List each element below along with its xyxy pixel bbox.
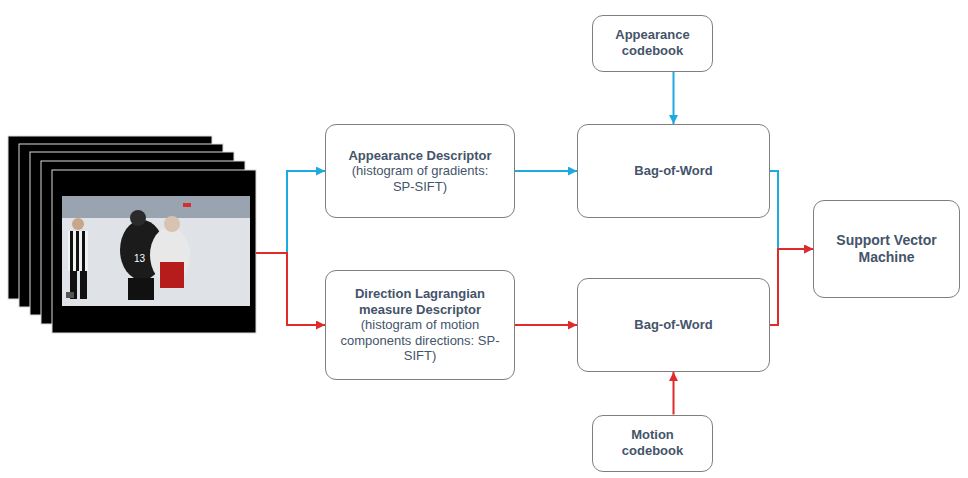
input-wires: [256, 171, 325, 325]
process-box: Bag-of-Word: [577, 124, 770, 218]
node-heading: Bag-of-Word: [594, 317, 754, 333]
node-heading: Bag-of-Word: [594, 163, 754, 179]
flow-arrow: [515, 170, 577, 172]
flow-arrow: [673, 372, 675, 415]
text-group: Support Vector Machine: [824, 232, 949, 266]
classifier-box: Support Vector Machine: [813, 200, 960, 298]
text-group: Appearance codebook: [603, 27, 703, 58]
flow-arrow: [770, 249, 813, 325]
players: 13: [120, 210, 190, 300]
input-wire: [287, 171, 325, 253]
node-body: (histogram of motion components directio…: [340, 317, 500, 364]
input-wire: [256, 253, 325, 325]
node-heading: Motion codebook: [603, 427, 703, 458]
flow-arrow: [673, 72, 675, 125]
ice-rink: [62, 196, 250, 306]
watermark-mark: [66, 292, 74, 298]
referee: [68, 218, 88, 299]
text-group: Bag-of-Word: [594, 163, 754, 179]
node-heading: Appearance codebook: [603, 27, 703, 58]
node-heading: Support Vector Machine: [824, 232, 949, 266]
process-box: Bag-of-Word: [577, 278, 770, 372]
flow-arrow: [770, 171, 813, 249]
rink-boards: [62, 196, 250, 218]
text-group: Motion codebook: [603, 427, 703, 458]
text-group: Appearance Descriptor(histogram of gradi…: [345, 148, 495, 195]
svg-text:13: 13: [134, 253, 146, 264]
node-body: (histogram of gradients: SP-SIFT): [345, 163, 495, 194]
node-heading: Appearance Descriptor: [345, 148, 495, 164]
video-frame: [52, 170, 256, 333]
frame-stack: [8, 136, 256, 333]
hockey-scene: 13: [62, 196, 250, 306]
descriptor-box: Direction Lagrangian measure Descriptor(…: [325, 270, 515, 380]
logo-mark: [183, 203, 191, 207]
codebook-box: Appearance codebook: [592, 15, 713, 72]
node-heading: Direction Lagrangian measure Descriptor: [340, 286, 500, 317]
descriptor-box: Appearance Descriptor(histogram of gradi…: [325, 124, 515, 218]
text-group: Direction Lagrangian measure Descriptor(…: [340, 286, 500, 364]
flow-arrow: [515, 324, 577, 326]
codebook-box: Motion codebook: [592, 415, 713, 472]
text-group: Bag-of-Word: [594, 317, 754, 333]
